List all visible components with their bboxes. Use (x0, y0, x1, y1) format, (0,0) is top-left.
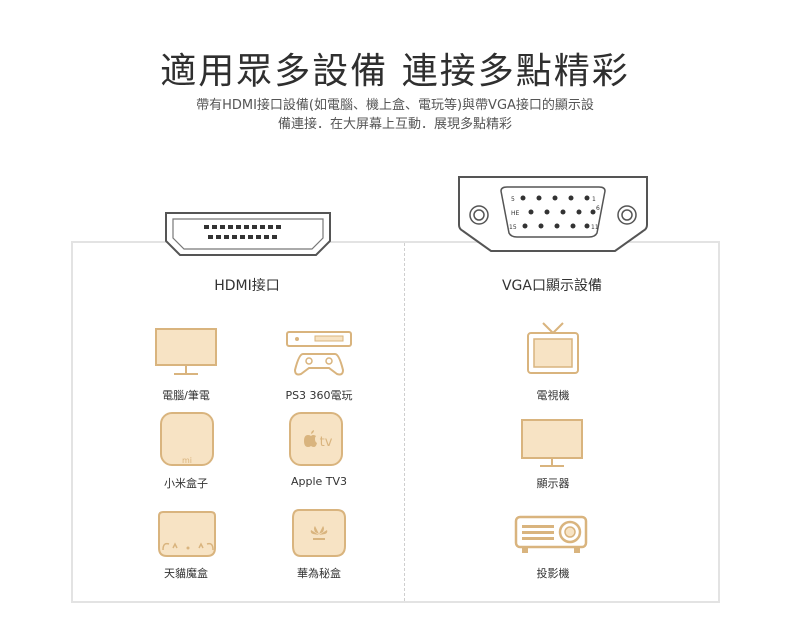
vga-pin-15: 15 (509, 224, 517, 231)
vga-heading: VGA口顯示設備 (501, 278, 602, 294)
hdmi-item-label-tmall: 天貓魔盒 (164, 567, 208, 580)
page-subtitle: 帶有HDMI接口設備(如電腦、機上盒、電玩等)與帶VGA接口的顯示設 備連接．在… (0, 96, 790, 134)
vga-connector-icon: 5 1 6 HE 15 11 (455, 173, 651, 253)
mi-logo-text: mi (182, 456, 192, 465)
vga-item-label-tv: 電視機 (536, 389, 570, 402)
hdmi-item-label-pc: 電腦/筆電 (162, 389, 210, 402)
tmall-box-icon (157, 510, 219, 560)
vga-pin-1: 1 (592, 196, 596, 203)
apple-tv-text: tv (320, 435, 333, 450)
huawei-box-icon (291, 508, 349, 560)
vga-pin-he: HE (511, 210, 520, 217)
vga-pin-6: 6 (596, 205, 600, 212)
apple-tv-icon: tv (288, 411, 346, 469)
display-icon (520, 418, 586, 470)
game-console-icon (285, 330, 355, 378)
vga-pin-5: 5 (511, 196, 515, 203)
hdmi-connector-icon (164, 211, 334, 261)
subtitle-line-1: 帶有HDMI接口設備(如電腦、機上盒、電玩等)與帶VGA接口的顯示設 (196, 98, 594, 113)
hdmi-item-label-appletv: Apple TV3 (290, 475, 348, 488)
hdmi-item-label-huawei: 華為秘盒 (297, 567, 341, 580)
subtitle-line-2: 備連接．在大屏幕上互動．展現多點精彩 (277, 117, 512, 132)
hdmi-item-label-xiaomi: 小米盒子 (164, 477, 208, 490)
vga-pin-11: 11 (591, 224, 599, 231)
monitor-icon (154, 327, 220, 377)
hdmi-heading: HDMI接口 (214, 278, 280, 294)
vga-item-label-projector: 投影機 (536, 567, 570, 580)
hdmi-item-label-console: PS3 360電玩 (285, 389, 353, 402)
page-title: 適用眾多設備 連接多點精彩 (160, 51, 630, 92)
projector-icon (514, 515, 590, 555)
vga-item-label-display: 顯示器 (536, 477, 570, 490)
xiaomi-box-icon: mi (159, 411, 217, 469)
tv-icon (525, 321, 583, 377)
panel-divider (404, 243, 405, 601)
